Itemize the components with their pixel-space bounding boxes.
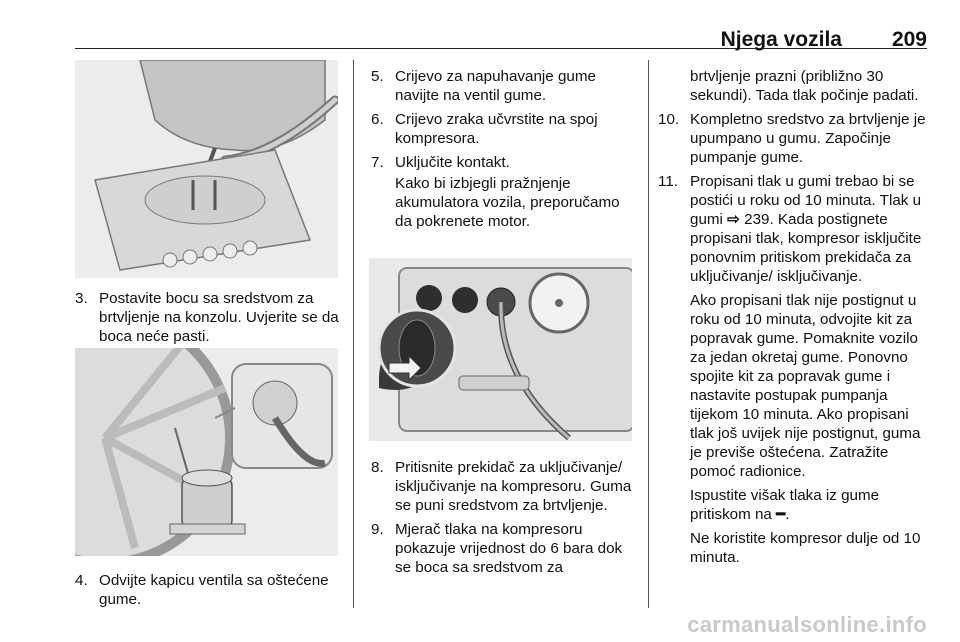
step-number: 8. [371, 459, 384, 476]
compressor-switch-illustration [369, 258, 632, 441]
paragraph-text: Ispustite višak tlaka iz gume pritiskom … [690, 487, 880, 523]
step-text: Mjerač tlaka na kompresoru pokazuje vrij… [395, 521, 623, 576]
step-text: Crijevo za napuhavanje gume navijte na v… [395, 68, 596, 104]
step-text: Pritisnite prekidač za uključivanje/ isk… [395, 459, 632, 514]
column-1-step-3: 3. Postavite bocu sa sredstvom za brtvlj… [75, 289, 340, 351]
step-number: 3. [75, 290, 88, 307]
step-text: 239. Kada postignete propisani tlak, kom… [690, 211, 922, 285]
page-number: 209 [891, 28, 927, 51]
step-text: Odvijte kapicu ventila sa oštećene gume. [99, 572, 329, 608]
step-number: 4. [75, 572, 88, 589]
step-text: Uključite kontakt. [395, 154, 510, 171]
step-number: 10. [658, 111, 680, 128]
column-divider-1 [353, 60, 354, 608]
paragraph-text: . [785, 506, 790, 523]
step-11-paragraph: Ne koristite kompresor dulje od 10 minut… [690, 530, 921, 566]
step-note: Kako bi izbjegli pražnjenje akumulatora … [395, 175, 620, 230]
section-title: Njega vozila [720, 28, 842, 51]
step-text: Crijevo zraka učvrstite na spoj kompreso… [395, 111, 598, 147]
step-11-paragraph: Ispustite višak tlaka iz gume pritiskom … [658, 486, 928, 524]
column-3-text: brtvljenje prazni (približno 30 sekundi)… [658, 67, 928, 572]
minus-button-icon: ━ [776, 506, 786, 523]
page-header: Njega vozila 209 [0, 0, 960, 51]
step-text: Kompletno sredstvo za brtvljenje je upum… [690, 111, 926, 166]
step-11-paragraph: Ako propisani tlak nije postignut u roku… [690, 292, 921, 480]
page-reference-icon: ⇨ [727, 211, 740, 228]
step-number: 5. [371, 68, 384, 85]
step-number: 7. [371, 154, 384, 171]
column-2-upper-text: 5. Crijevo za napuhavanje gume navijte n… [371, 67, 636, 236]
header-rule [75, 48, 927, 49]
column-2-lower-text: 8. Pritisnite prekidač za uključivanje/ … [371, 458, 639, 582]
step-number: 6. [371, 111, 384, 128]
bottle-on-console-illustration [75, 60, 338, 278]
column-divider-2 [648, 60, 649, 608]
valve-cap-illustration [75, 348, 338, 556]
watermark: carmanualsonline.info [687, 612, 927, 637]
step-9-continuation: brtvljenje prazni (približno 30 sekundi)… [690, 68, 919, 104]
step-text: Postavite bocu sa sredstvom za brtvljenj… [99, 290, 339, 345]
step-text: Propisani tlak u gumi trebao bi se posti… [690, 173, 922, 228]
step-number: 11. [658, 173, 678, 190]
column-1-step-4: 4. Odvijte kapicu ventila sa oštećene gu… [75, 571, 340, 614]
step-number: 9. [371, 521, 384, 538]
